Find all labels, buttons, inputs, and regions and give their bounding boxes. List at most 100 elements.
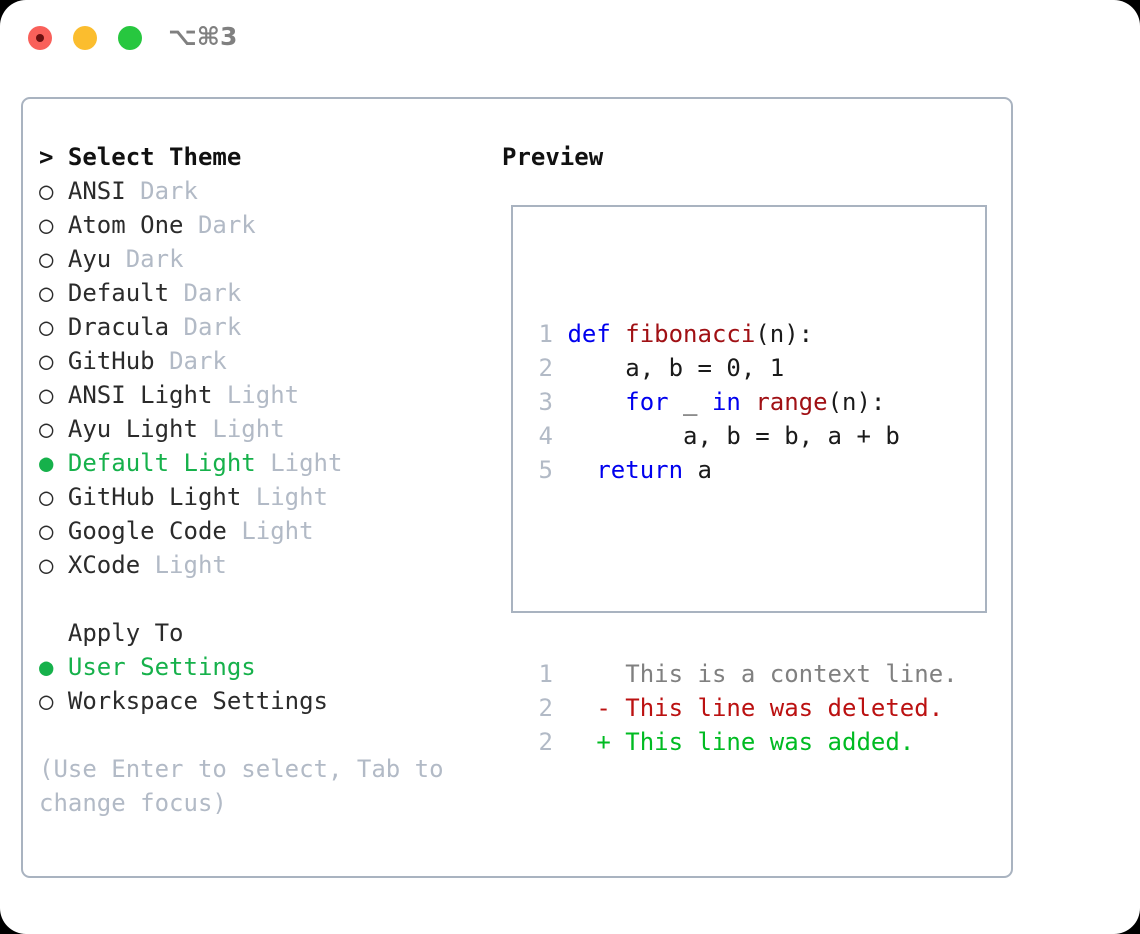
code-token [567,388,625,416]
apply-to-option-workspace-settings[interactable]: ○ Workspace Settings [39,684,489,718]
preview-heading: Preview [502,143,604,171]
theme-option-label: Ayu [67,245,112,273]
diff-marker [596,660,625,688]
line-number: 3 [538,388,553,416]
diff-line: 2 - This line was deleted. [527,691,958,725]
theme-option-github[interactable]: ○ GitHub Dark [39,344,489,378]
code-token: in [711,388,741,416]
apply-to-heading-indent [39,619,68,647]
theme-option-label: Default [67,279,170,307]
radio-unselected-icon: ○ [39,687,54,715]
theme-option-suffix: Dark [140,177,198,205]
theme-option-label: Atom One [67,211,184,239]
keyboard-hint: (Use Enter to select, Tab to change focu… [39,755,444,817]
radio-unselected-icon: ○ [39,551,54,579]
theme-option-list: ○ ANSI Dark○ Atom One Dark○ Ayu Dark○ De… [39,174,489,582]
code-token: a, b = 0, 1 [567,354,785,382]
theme-option-suffix: Light [212,415,285,443]
theme-option-dracula[interactable]: ○ Dracula Dark [39,310,489,344]
apply-to-option-list: ● User Settings○ Workspace Settings [39,650,489,718]
diff-sample: 1 This is a context line.2 - This line w… [527,657,958,759]
radio-unselected-icon: ○ [39,381,54,409]
radio-unselected-icon: ○ [39,415,54,443]
hint-spacer [39,718,489,752]
theme-option-suffix: Dark [125,245,184,273]
code-token: _ [668,388,712,416]
theme-option-label: XCode [67,551,141,579]
code-line: 4 a, b = b, a + b [527,419,958,453]
theme-option-label: GitHub [67,347,155,375]
theme-option-ansi[interactable]: ○ ANSI Dark [39,174,489,208]
theme-option-xcode[interactable]: ○ XCode Light [39,548,489,582]
theme-option-default-light[interactable]: ● Default Light Light [39,446,489,480]
theme-option-github-light[interactable]: ○ GitHub Light Light [39,480,489,514]
zoom-button[interactable] [118,26,142,50]
code-token: (n): [827,388,886,416]
code-token [741,388,755,416]
diff-marker: - [596,694,626,722]
diff-line: 1 This is a context line. [527,657,958,691]
theme-option-suffix: Light [270,449,343,477]
code-line: 1 def fibonacci(n): [527,317,958,351]
theme-option-suffix: Light [154,551,227,579]
apply-to-heading-label: Apply To [67,619,184,647]
theme-option-ayu-light[interactable]: ○ Ayu Light Light [39,412,489,446]
theme-option-ansi-light[interactable]: ○ ANSI Light Light [39,378,489,412]
line-number: 1 [538,660,553,688]
dialog-panel: > Select Theme ○ ANSI Dark○ Atom One Dar… [21,97,1013,878]
apply-to-option-user-settings[interactable]: ● User Settings [39,650,489,684]
radio-selected-icon: ● [39,653,54,681]
code-token: for [625,388,669,416]
minimize-button[interactable] [73,26,97,50]
line-number: 2 [538,694,553,722]
theme-option-label: ANSI [67,177,126,205]
code-token [567,456,596,484]
radio-unselected-icon: ○ [39,517,54,545]
diff-line: 2 + This line was added. [527,725,958,759]
select-theme-heading: > Select Theme [39,143,242,171]
theme-option-ayu[interactable]: ○ Ayu Dark [39,242,489,276]
line-number: 4 [538,422,553,450]
code-token: a [683,456,712,484]
theme-option-label: Ayu Light [67,415,198,443]
theme-option-suffix: Dark [183,313,242,341]
apply-to-heading: Apply To [39,616,489,650]
code-token: a, b = b, a + b [567,422,900,450]
theme-option-atom-one[interactable]: ○ Atom One Dark [39,208,489,242]
theme-option-label: Dracula [67,313,170,341]
window-controls [28,26,142,50]
code-token: def [567,320,626,348]
theme-option-suffix: Light [255,483,328,511]
radio-unselected-icon: ○ [39,347,54,375]
theme-option-suffix: Dark [197,211,256,239]
diff-text: This line was added. [625,728,915,756]
line-number: 5 [538,456,553,484]
diff-text: This is a context line. [625,660,958,688]
code-token: range [755,388,828,416]
line-number: 2 [538,354,553,382]
close-button[interactable] [28,26,52,50]
theme-option-label: GitHub Light [67,483,242,511]
theme-option-suffix: Dark [183,279,242,307]
theme-option-default[interactable]: ○ Default Dark [39,276,489,310]
diff-marker: + [596,728,626,756]
preview-column: Preview 1 def fibonacci(n):2 a, b = 0, 1… [502,140,1002,756]
theme-option-suffix: Light [241,517,314,545]
radio-unselected-icon: ○ [39,279,54,307]
code-token: fibonacci [625,320,756,348]
radio-selected-icon: ● [39,449,54,477]
radio-unselected-icon: ○ [39,313,54,341]
theme-option-suffix: Dark [169,347,227,375]
theme-option-google-code[interactable]: ○ Google Code Light [39,514,489,548]
theme-option-suffix: Light [226,381,300,409]
code-token: return [596,456,684,484]
radio-unselected-icon: ○ [39,483,54,511]
radio-unselected-icon: ○ [39,245,54,273]
theme-option-label: ANSI Light [67,381,213,409]
theme-option-label: Default Light [67,449,256,477]
apply-to-option-label: User Settings [67,653,256,681]
